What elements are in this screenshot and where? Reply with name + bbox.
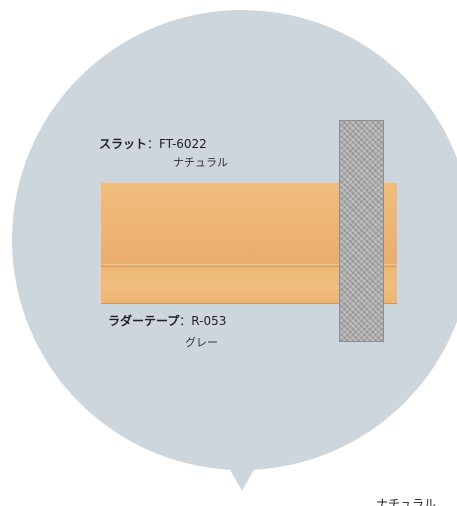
ladder-tape-color-name: グレー <box>185 336 218 349</box>
slat-label: スラット：FT-6022 <box>99 136 207 152</box>
slat-color-name: ナチュラル <box>173 156 228 169</box>
bottom-caption: ナチュラル <box>376 497 437 506</box>
ladder-tape-separator: ： <box>179 314 192 328</box>
ladder-tape-sample <box>339 120 384 342</box>
ladder-tape-title: ラダーテープ <box>108 314 180 328</box>
ladder-tape-code: R-053 <box>191 314 227 328</box>
slat-title: スラット <box>99 137 148 151</box>
slat-code: FT-6022 <box>159 137 207 151</box>
slat-separator: ： <box>147 137 160 151</box>
slat-seam <box>101 264 397 267</box>
ladder-tape-label: ラダーテープ：R-053 <box>108 313 226 329</box>
sample-bubble-tail <box>222 455 262 491</box>
